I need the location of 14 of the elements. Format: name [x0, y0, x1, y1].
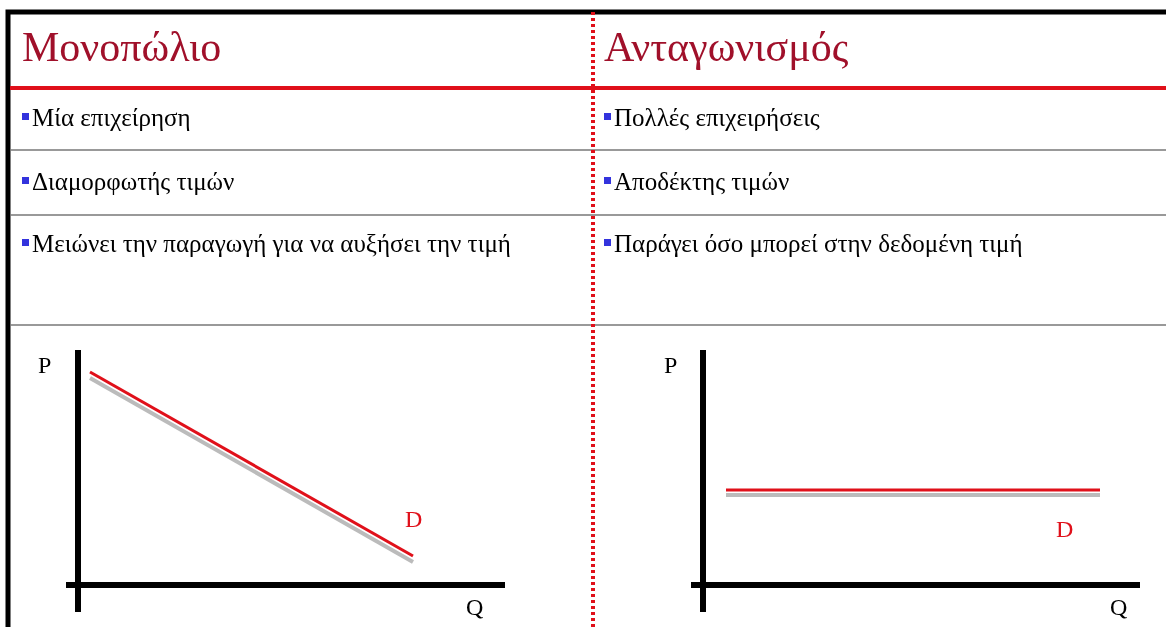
table-cell-text: Μειώνει την παραγωγή για να αυξήσει την τιμή	[32, 230, 511, 257]
axis-label: Q	[1110, 594, 1128, 620]
column-heading: Ανταγωνισμός	[604, 23, 849, 72]
curve-label: D	[405, 506, 423, 532]
axis-label: Q	[466, 594, 484, 620]
table-cell-text: Διαμορφωτής τιμών	[32, 168, 235, 195]
column-heading: Μονοπώλιο	[22, 23, 222, 72]
curve-label: D	[1056, 516, 1074, 542]
table-cell-text: Παράγει όσο μπορεί στην δεδομένη τιμή	[614, 230, 1023, 257]
table-cell-text: Μία επιχείρηση	[32, 104, 191, 131]
axis-label: P	[664, 352, 678, 378]
table-cell-text: Αποδέκτης τιμών	[614, 168, 790, 195]
axis-label: P	[38, 352, 52, 378]
table-cell-text: Πολλές επιχειρήσεις	[614, 104, 820, 131]
